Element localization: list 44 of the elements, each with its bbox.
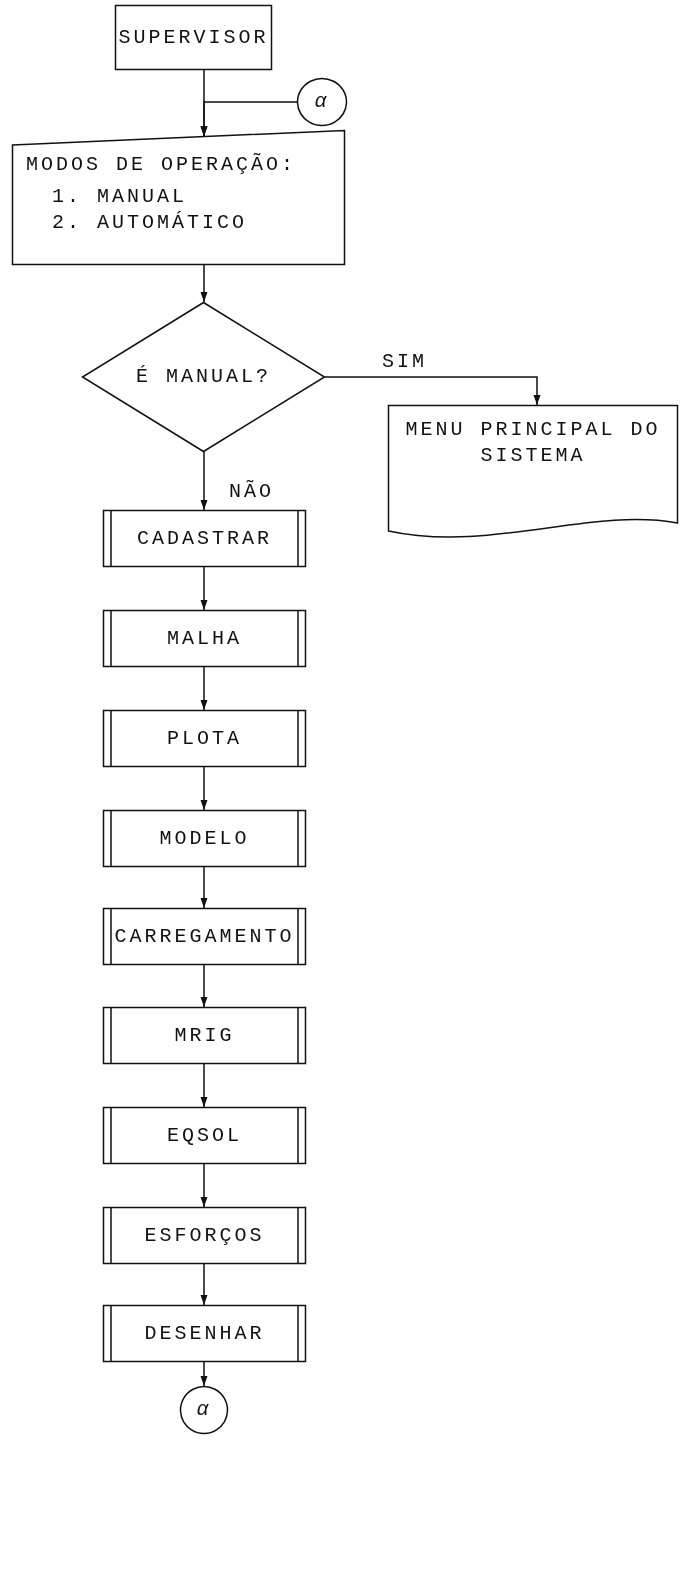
arrow: [324, 376, 541, 406]
node-label: EQSOL: [167, 1122, 242, 1149]
arrow: [200, 101, 298, 138]
predefined-process-box: [103, 1207, 306, 1264]
predefined-process-box: [103, 1107, 306, 1164]
node-label: α: [314, 89, 330, 115]
node-label: MODOS DE OPERAÇÃO:: [26, 152, 297, 178]
node-label: É MANUAL?: [136, 364, 271, 390]
arrow: [200, 451, 208, 511]
arrow: [200, 1163, 208, 1208]
predefined-process-box: [103, 1007, 306, 1064]
list-item: 2. AUTOMÁTICO: [51, 210, 248, 236]
node-label: α: [196, 1397, 212, 1423]
predefined-process-box: [103, 510, 306, 567]
arrow: [200, 264, 208, 303]
arrow: [200, 666, 208, 711]
process-box: [115, 5, 272, 70]
predefined-process-box: [103, 908, 306, 965]
connector-circle: [180, 1386, 228, 1434]
node-label: MALHA: [167, 625, 242, 652]
arrow: [200, 866, 208, 909]
arrow: [200, 964, 208, 1008]
decision-diamond: [82, 302, 325, 452]
arrow: [200, 1361, 208, 1387]
predefined-process-box: [103, 810, 306, 867]
node-label: PLOTA: [167, 725, 242, 752]
arrow: [200, 566, 208, 611]
arrow: [200, 1063, 208, 1108]
node-label: CADASTRAR: [137, 525, 272, 552]
predefined-process-box: [103, 1305, 306, 1362]
connector-circle: [297, 78, 347, 126]
predefined-process-box: [103, 710, 306, 767]
node-label: MRIG: [174, 1022, 235, 1049]
node-label: DESENHAR: [144, 1320, 265, 1347]
node-label: MODELO: [159, 825, 250, 852]
node-label: MENU PRINCIPAL DO SISTEMA: [404, 417, 662, 469]
manual-input-box: [12, 130, 345, 265]
node-label: SUPERVISOR: [118, 24, 269, 51]
predefined-process-box: [103, 610, 306, 667]
arrow: [200, 766, 208, 811]
list-item: 1. MANUAL: [51, 184, 188, 210]
node-label: CARREGAMENTO: [114, 923, 295, 950]
node-label: ESFORÇOS: [144, 1222, 265, 1249]
arrow: [200, 1263, 208, 1306]
